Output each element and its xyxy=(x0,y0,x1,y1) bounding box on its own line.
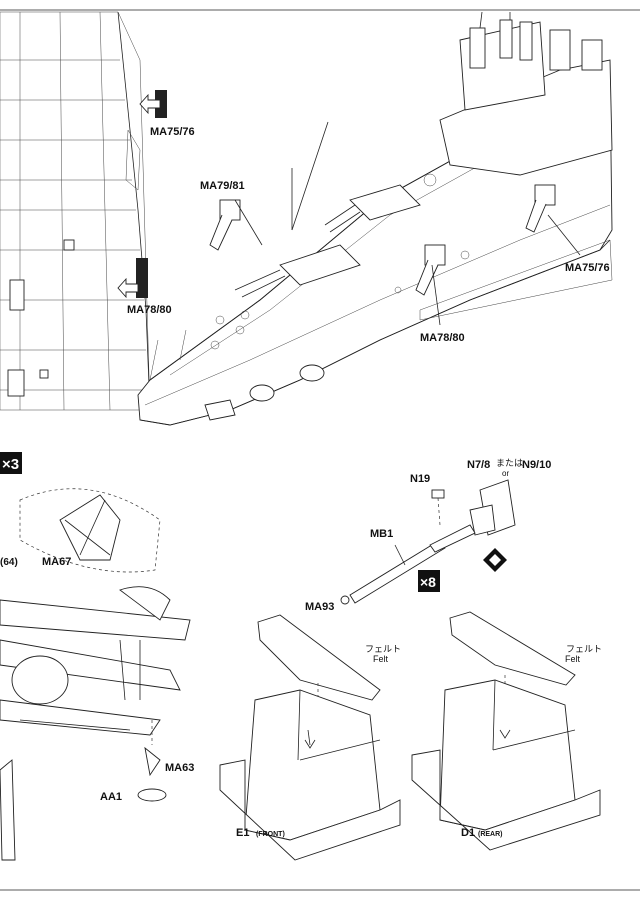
leader-ma79-81 xyxy=(234,199,263,246)
label-ma93: MA93 xyxy=(305,601,334,613)
label-or: or xyxy=(502,469,509,478)
label-ma78-80-left: MA78/80 xyxy=(127,304,172,316)
stand-rear-d1 xyxy=(411,611,601,851)
label-felt-en-2: Felt xyxy=(565,654,581,664)
label-d1-sub: (REAR) xyxy=(478,831,503,838)
times8-text: ×8 xyxy=(420,574,436,590)
label-felt-jp-1: フェルト xyxy=(365,644,401,654)
label-d1: D1 xyxy=(461,827,475,839)
label-n9-10: N9/10 xyxy=(522,459,551,471)
label-ma79-81: MA79/81 xyxy=(200,180,245,192)
leader-ma75-76-right xyxy=(547,214,581,256)
label-felt-en-1: Felt xyxy=(373,654,389,664)
stand-front-e1 xyxy=(219,614,401,861)
label-ma67: MA67 xyxy=(42,556,71,568)
label-ma75-76-right: MA75/76 xyxy=(565,262,610,274)
times8-badge xyxy=(418,570,440,592)
label-mb1: MB1 xyxy=(370,528,393,540)
hull-side-view-left xyxy=(0,11,151,411)
label-aa1: AA1 xyxy=(100,791,122,803)
label-e1-sub: (FRONT) xyxy=(256,831,285,838)
seaplane-drawing xyxy=(0,586,191,861)
battleship-hull-drawing xyxy=(137,11,613,426)
leader-ma78-80-mid xyxy=(431,264,441,326)
label-ma75-76-top: MA75/76 xyxy=(150,126,195,138)
catapult-assembly: ×3 (64) MA67 xyxy=(0,452,161,573)
callout-ma75-76-top: MA75/76 xyxy=(139,90,195,138)
times3-badge xyxy=(0,452,22,474)
label-felt-jp-2: フェルト xyxy=(566,644,602,654)
gun-barrel-assembly: ×8 xyxy=(340,479,516,605)
part-ma63-aa1: MA63 AA1 xyxy=(100,720,194,803)
label-mataha: または xyxy=(496,458,523,468)
label-n7-8: N7/8 xyxy=(467,459,490,471)
callout-ma78-80-left: MA78/80 xyxy=(117,258,172,316)
label-n19: N19 xyxy=(410,473,430,485)
label-ma63: MA63 xyxy=(165,762,194,774)
label-sixty-four: (64) xyxy=(0,557,18,568)
times3-text: ×3 xyxy=(2,456,19,473)
label-ma78-80-mid: MA78/80 xyxy=(420,332,465,344)
label-e1: E1 xyxy=(236,827,249,839)
